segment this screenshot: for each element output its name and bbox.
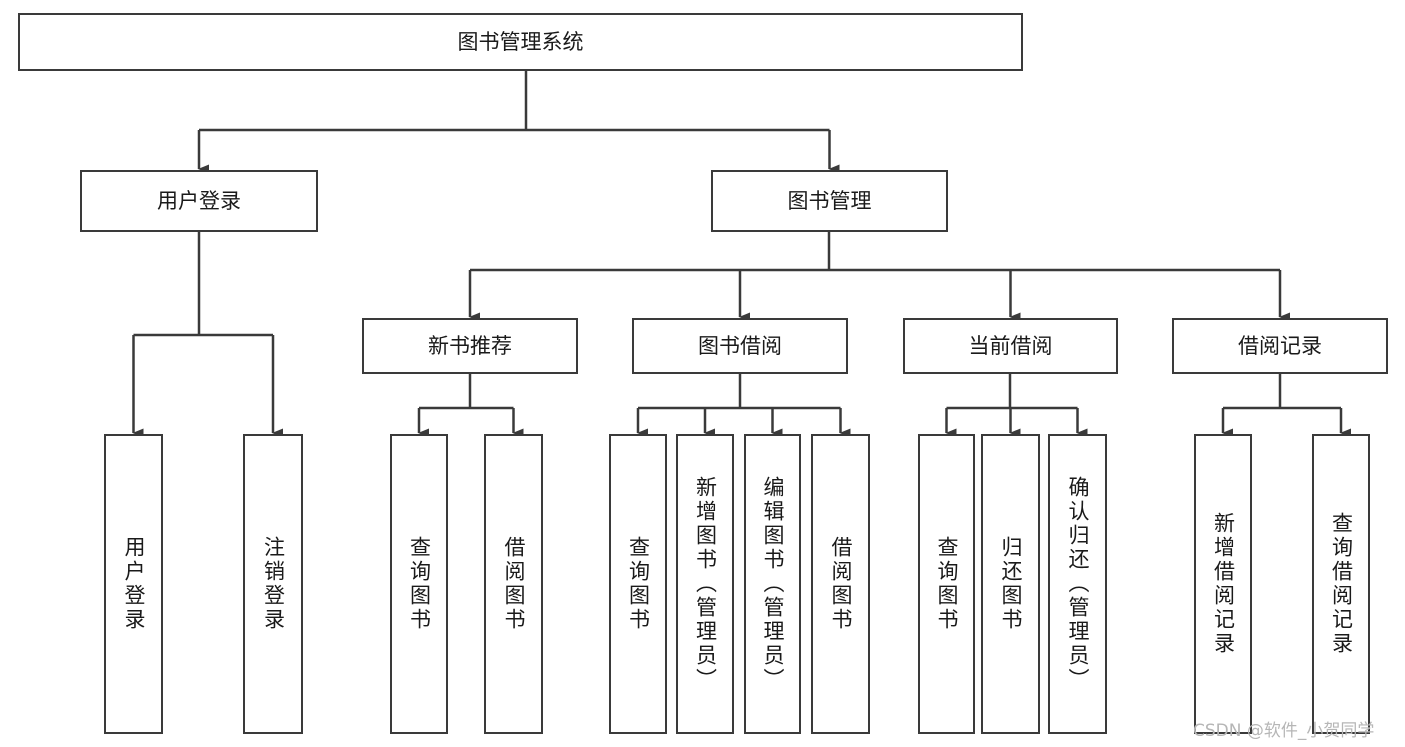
node-leaf-query-3: 查询图书 (918, 434, 975, 734)
edge-group (132, 71, 1351, 438)
node-label: 编辑图书（管理员） (761, 476, 785, 692)
node-leaf-return: 归还图书 (981, 434, 1040, 734)
node-label: 确认归还（管理员） (1066, 476, 1090, 692)
node-leaf-logout: 注销登录 (243, 434, 303, 734)
node-leaf-confirm: 确认归还（管理员） (1048, 434, 1107, 734)
node-label: 图书管理 (787, 188, 872, 213)
node-current: 当前借阅 (903, 318, 1118, 374)
node-records: 借阅记录 (1172, 318, 1388, 374)
node-label: 新增借阅记录 (1211, 512, 1236, 656)
node-label: 借阅记录 (1238, 333, 1322, 358)
node-label: 图书借阅 (698, 333, 782, 358)
node-label: 查询图书 (626, 536, 651, 632)
node-label: 归还图书 (999, 536, 1023, 632)
node-root: 图书管理系统 (18, 13, 1023, 71)
node-label: 图书管理系统 (457, 29, 584, 54)
node-label: 借阅图书 (829, 536, 853, 632)
node-newbook: 新书推荐 (362, 318, 578, 374)
node-leaf-addrecord: 新增借阅记录 (1194, 434, 1252, 734)
node-leaf-editbook: 编辑图书（管理员） (744, 434, 801, 734)
node-borrow: 图书借阅 (632, 318, 848, 374)
node-label: 新书推荐 (428, 333, 512, 358)
node-label: 用户登录 (122, 536, 146, 632)
node-leaf-query-1: 查询图书 (390, 434, 448, 734)
node-label: 当前借阅 (968, 333, 1053, 358)
node-leaf-queryrecord: 查询借阅记录 (1312, 434, 1370, 734)
node-label: 查询图书 (407, 536, 432, 632)
node-login: 用户登录 (80, 170, 318, 232)
node-leaf-query-2: 查询图书 (609, 434, 667, 734)
node-leaf-borrow-1: 借阅图书 (484, 434, 543, 734)
node-leaf-login: 用户登录 (104, 434, 163, 734)
node-leaf-addbook: 新增图书（管理员） (676, 434, 734, 734)
node-label: 新增图书（管理员） (693, 476, 718, 692)
node-label: 注销登录 (261, 536, 286, 632)
node-label: 用户登录 (157, 188, 241, 213)
node-label: 查询图书 (935, 536, 959, 632)
node-label: 借阅图书 (502, 536, 526, 632)
node-label: 查询借阅记录 (1329, 512, 1354, 656)
node-leaf-borrow-2: 借阅图书 (811, 434, 870, 734)
node-bookmgmt: 图书管理 (711, 170, 948, 232)
